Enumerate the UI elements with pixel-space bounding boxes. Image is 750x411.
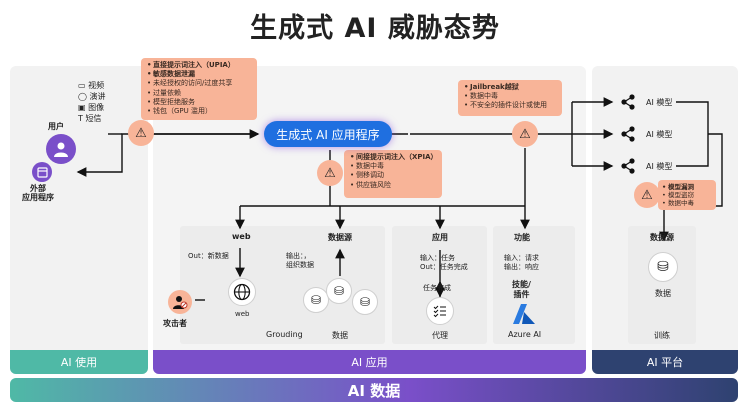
platform-train-label: 训练: [654, 331, 670, 340]
media-item: T 短信: [78, 114, 102, 123]
image-icon: ▣: [78, 103, 89, 112]
function-area: [493, 226, 575, 344]
model-item-0: 模型漏洞: [662, 183, 711, 191]
ai-usage-footer: AI 使用: [10, 350, 148, 374]
function-title: 功能: [514, 233, 530, 242]
xpia-item-2: 侧移调动: [350, 171, 437, 180]
person-icon: [54, 142, 68, 157]
attacker-label: 攻击者: [163, 319, 187, 328]
application-io: 输入：任务 Out：任务完成: [420, 254, 468, 271]
threat-note-model: 模型漏洞 模型盗窃 数据中毒: [658, 180, 716, 210]
upia-item-2: 未经授权的访问/过度共享: [147, 79, 252, 88]
platform-data-label: 数据: [655, 289, 671, 298]
azure-label: Azure AI: [508, 330, 542, 339]
task-done-label: 任务完成: [423, 284, 451, 292]
warning-icon: ⚠: [317, 160, 343, 186]
azure-icon: [513, 304, 535, 324]
warning-icon: ⚠: [128, 120, 154, 146]
share-icon: [621, 94, 635, 110]
ai-model-item: AI 模型: [620, 94, 672, 110]
media-item: ◯ 演讲: [78, 92, 106, 101]
database-icon: ⛁: [648, 252, 678, 282]
ai-app-footer: AI 应用: [153, 350, 586, 374]
ai-usage-panel: [10, 66, 148, 374]
page-title: 生成式 AI 威胁态势: [250, 13, 500, 44]
grounding-label: Grouding: [266, 330, 303, 339]
globe-icon: [228, 278, 256, 306]
external-app-label: 外部 应用程序: [22, 184, 54, 202]
ai-model-label: AI 模型: [646, 161, 673, 171]
media-item: ▭ 视频: [78, 81, 105, 90]
function-io: 输入：请求 输出：响应: [504, 254, 539, 271]
speech-icon: ◯: [78, 92, 90, 101]
ai-model-label: AI 模型: [646, 129, 673, 139]
xpia-item-3: 供应链风险: [350, 181, 437, 190]
database-icon: ⛁: [352, 289, 378, 315]
upia-item-5: 钱包（GPU 滥用）: [147, 107, 252, 116]
plugin-label: 技能/ 插件: [512, 280, 531, 299]
web-icon-label: web: [235, 310, 250, 318]
ai-model-item: AI 模型: [620, 158, 672, 174]
user-media-list: ▭ 视频 ◯ 演讲 ▣ 图像 T 短信: [78, 80, 106, 124]
model-item-2: 数据中毒: [662, 199, 711, 207]
genai-app-node: 生成式 AI 应用程序: [264, 121, 392, 147]
database-icon: ⛁: [303, 287, 329, 313]
xpia-item-1: 数据中毒: [350, 162, 437, 171]
ai-data-bar: AI 数据: [10, 378, 738, 402]
external-app-icon: [32, 162, 52, 182]
share-icon: [621, 158, 635, 174]
checklist-icon: [426, 297, 454, 325]
upia-item-1: 敏感数据泄漏: [147, 70, 252, 79]
threat-note-xpia: 间接提示词注入（XPIA） 数据中毒 侧移调动 供应链风险: [344, 150, 442, 198]
warning-icon: ⚠: [634, 182, 660, 208]
user-avatar: [46, 134, 76, 164]
ai-model-item: AI 模型: [620, 126, 672, 142]
datasource-io: 输出：， 组织数据: [286, 252, 314, 269]
platform-ds-title: 数据源: [650, 233, 674, 242]
ai-data-label: AI 数据: [347, 381, 401, 400]
jailbreak-item-1: 数据中毒: [464, 92, 557, 101]
model-item-1: 模型盗窃: [662, 191, 711, 199]
xpia-item-0: 间接提示词注入（XPIA）: [350, 153, 442, 162]
ai-platform-footer: AI 平台: [592, 350, 738, 374]
threat-note-upia: 直接提示词注入（UPIA） 敏感数据泄漏 未经授权的访问/过度共享 过量依赖 模…: [141, 58, 257, 120]
upia-item-3: 过量依赖: [147, 89, 252, 98]
datasource-title: 数据源: [328, 233, 352, 242]
ai-model-label: AI 模型: [646, 97, 673, 107]
share-icon: [621, 126, 635, 142]
user-label: 用户: [48, 122, 64, 131]
web-title: web: [232, 232, 251, 241]
attacker-icon: [168, 290, 192, 314]
database-icon: ⛁: [326, 278, 352, 304]
text-icon: T: [78, 114, 86, 123]
jailbreak-item-2: 不安全的插件设计或使用: [464, 101, 557, 110]
datasource-data-label: 数据: [332, 331, 348, 340]
jailbreak-item-0: Jailbreak越狱: [464, 83, 557, 92]
video-icon: ▭: [78, 81, 89, 90]
web-out: Out：新数据: [188, 252, 229, 260]
agent-label: 代理: [432, 331, 448, 340]
threat-note-jailbreak: Jailbreak越狱 数据中毒 不安全的插件设计或使用: [458, 80, 562, 116]
media-item: ▣ 图像: [78, 103, 105, 112]
warning-icon: ⚠: [512, 121, 538, 147]
upia-item-0: 直接提示词注入（UPIA）: [147, 61, 252, 70]
platform-ds-area: [628, 226, 696, 344]
upia-item-4: 模型拒绝服务: [147, 98, 252, 107]
application-title: 应用: [432, 233, 448, 242]
